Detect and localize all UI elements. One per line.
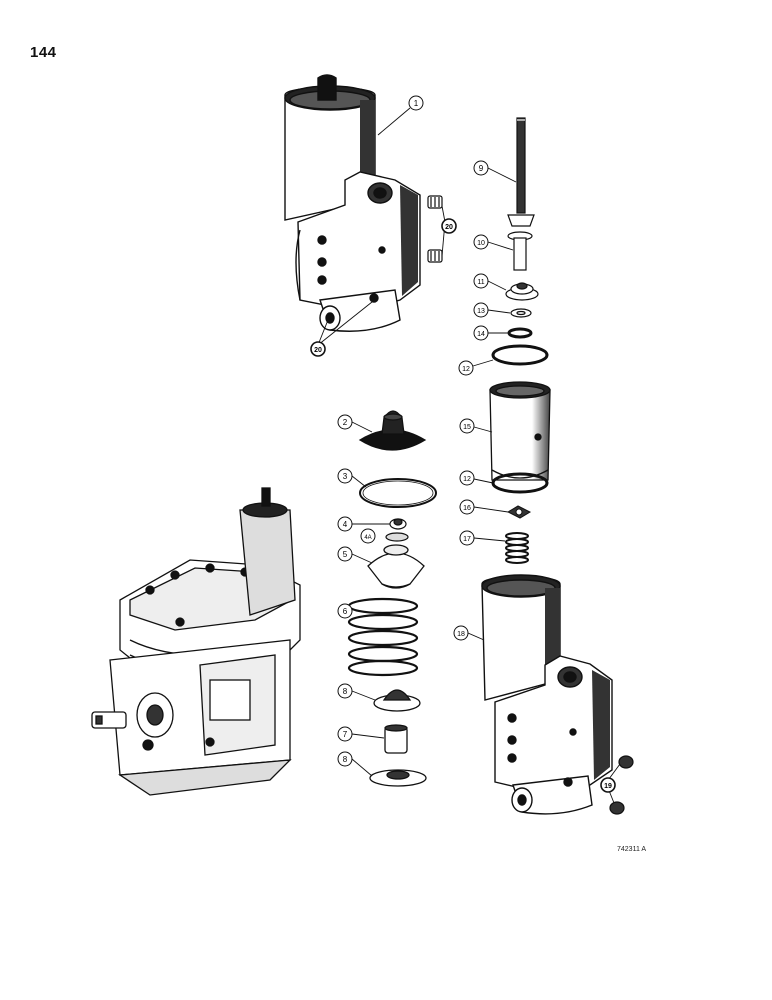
main-spring xyxy=(347,597,419,677)
callout-13: 13 xyxy=(473,302,489,318)
retainer xyxy=(505,282,539,301)
callout-12-upper: 12 xyxy=(458,360,474,376)
page-number: 144 xyxy=(30,44,57,61)
svg-text:16: 16 xyxy=(463,505,471,512)
svg-text:12: 12 xyxy=(463,476,471,483)
callout-16: 16 xyxy=(459,499,475,515)
small-spring xyxy=(505,532,529,564)
callout-11: 11 xyxy=(473,273,489,289)
svg-text:2: 2 xyxy=(343,418,348,427)
callout-8-lower: 8 xyxy=(337,751,353,767)
cylinder-sleeve xyxy=(489,381,551,481)
snap-ring xyxy=(359,478,437,508)
callout-17: 17 xyxy=(459,530,475,546)
svg-text:4A: 4A xyxy=(364,535,371,541)
callout-4a: 4A xyxy=(360,528,376,544)
washer xyxy=(510,308,532,318)
svg-text:14: 14 xyxy=(477,331,485,338)
callout-7: 7 xyxy=(337,726,353,742)
svg-text:10: 10 xyxy=(477,240,485,247)
adjusting-screw xyxy=(385,518,409,542)
svg-text:1: 1 xyxy=(414,99,419,108)
callout-9: 9 xyxy=(473,160,489,176)
spring-seat-a xyxy=(373,689,421,712)
callout-1: 1 xyxy=(408,95,424,111)
svg-text:4: 4 xyxy=(343,520,348,529)
svg-text:6: 6 xyxy=(343,607,348,616)
pipe-plug-upper xyxy=(427,195,443,263)
callout-4: 4 xyxy=(337,516,353,532)
o-ring-small xyxy=(507,327,533,339)
svg-text:19: 19 xyxy=(604,783,612,790)
figure-id: 742311 A xyxy=(617,846,647,853)
svg-text:5: 5 xyxy=(343,550,348,559)
callout-20-lower: 20 xyxy=(310,341,326,357)
callout-2: 2 xyxy=(337,414,353,430)
spring-seat-clip xyxy=(506,505,532,519)
svg-text:9: 9 xyxy=(479,164,484,173)
svg-text:8: 8 xyxy=(343,755,348,764)
callout-8-upper: 8 xyxy=(337,683,353,699)
svg-text:15: 15 xyxy=(463,424,471,431)
svg-text:18: 18 xyxy=(457,631,465,638)
air-compressor-assembly xyxy=(91,487,301,796)
callout-3: 3 xyxy=(337,468,353,484)
svg-text:17: 17 xyxy=(463,536,471,543)
pipe-plug-lower xyxy=(609,755,634,815)
svg-text:8: 8 xyxy=(343,687,348,696)
callout-10: 10 xyxy=(473,234,489,250)
callout-12-lower: 12 xyxy=(459,470,475,486)
svg-text:3: 3 xyxy=(343,472,348,481)
callout-18: 18 xyxy=(453,625,469,641)
callout-6: 6 xyxy=(337,603,353,619)
svg-text:11: 11 xyxy=(477,279,484,286)
governor-body-lower xyxy=(481,574,613,815)
svg-text:20: 20 xyxy=(314,347,322,354)
governor-body-upper xyxy=(284,74,421,332)
svg-text:12: 12 xyxy=(462,366,470,373)
o-ring-large-upper xyxy=(491,344,549,366)
callout-5: 5 xyxy=(337,546,353,562)
callout-20-upper: 20 xyxy=(441,218,457,234)
svg-text:13: 13 xyxy=(477,308,485,315)
exhaust-cover xyxy=(358,410,427,451)
callout-19: 19 xyxy=(600,777,616,793)
callout-14: 14 xyxy=(473,325,489,341)
callout-15: 15 xyxy=(459,418,475,434)
spring-seat-b xyxy=(369,769,427,787)
svg-text:20: 20 xyxy=(445,224,453,231)
spring-seat-upper xyxy=(367,544,425,589)
piston xyxy=(507,231,533,271)
svg-text:7: 7 xyxy=(343,730,348,739)
piston-stem xyxy=(507,117,535,227)
spring-guide xyxy=(384,724,408,754)
